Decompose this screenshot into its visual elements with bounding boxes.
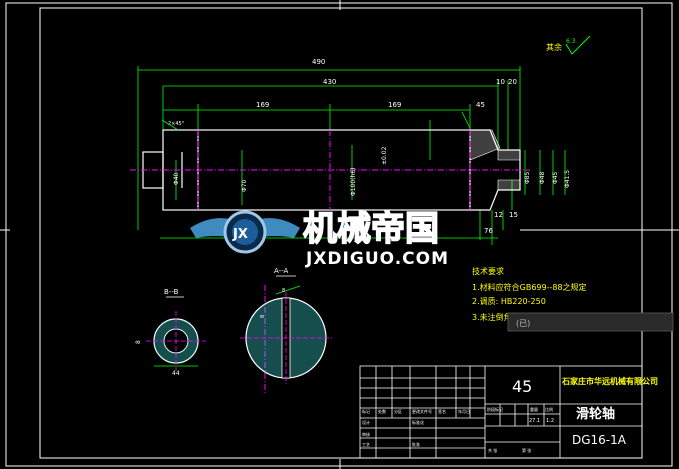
tb-weight: 27.1 [529, 418, 540, 424]
watermark-logo: JX 机械帝国 JXDIGUO.COM [190, 208, 449, 269]
tb-label-4: 更改文件号 [412, 408, 432, 414]
tb-label-14: 比例 [545, 406, 553, 412]
diameter-text: Φ40 Φ70 Φ100(h6) ±0.02 Φ85 Φ48 Φ45 Φ41.5 [173, 146, 571, 196]
title-part-name: 滑轮轴 [576, 406, 615, 422]
dim-segment-b: 169 [388, 101, 401, 109]
section-b-dim-w: 44 [172, 370, 180, 377]
tb-label-9: 审核 [362, 431, 370, 437]
tb-label-1: 标记 [362, 408, 370, 414]
watermark-url: JXDIGUO.COM [305, 249, 449, 269]
roughness-value: 6.3 [566, 38, 576, 45]
title-company: 石家庄市华远机械有限公司 [561, 376, 658, 386]
section-a-dim: 8 [282, 288, 285, 294]
title-drawing-no: DG16-1A [572, 433, 627, 447]
title-block-text: 45 石家庄市华远机械有限公司 滑轮轴 DG16-1A 标记 处数 分区 更改文… [362, 376, 658, 453]
tb-label-11: 批准 [412, 441, 420, 447]
dim-dia-right-a: Φ85 [524, 171, 531, 184]
dim-76: 76 [484, 227, 493, 235]
tb-label-12: 阶段标记 [487, 406, 503, 412]
tb-label-16: 第 张 [522, 447, 531, 453]
dim-dia-left: Φ40 [173, 172, 180, 185]
section-a-view: A--A 8 8 [240, 267, 332, 384]
section-a-dim2: 8 [260, 315, 266, 318]
tech-item-2: 2.调质: HB220-250 [472, 296, 546, 306]
center-lines [130, 130, 530, 395]
section-b-label: B--B [164, 288, 179, 296]
title-block [359, 365, 643, 459]
dim-segment-a: 169 [256, 101, 269, 109]
section-b-dim-h: 8 [135, 340, 142, 344]
tooltip-text: (已) [516, 319, 530, 328]
dim-segment-c: 45 [476, 101, 485, 109]
watermark-brand: 机械帝国 [303, 209, 439, 249]
logo-letters: JX [232, 227, 248, 242]
dim-chamfer: 2×45° [168, 121, 185, 127]
dimension-text: 490 430 10 20 169 169 45 12 15 76 2×45° [168, 58, 518, 235]
section-a-label: A--A [274, 267, 289, 275]
dimension-lines [137, 66, 566, 245]
roughness-symbol: 其余 6.3 [546, 35, 591, 55]
tb-label-2: 处数 [378, 408, 386, 414]
tech-item-1: 1.材料应符合GB699--88之规定 [472, 282, 587, 292]
tb-label-13: 重量 [530, 406, 538, 412]
roughness-label: 其余 [546, 42, 562, 52]
dim-dia-shaft: Φ100(h6) [350, 168, 357, 196]
tb-label-15: 共 张 [488, 447, 497, 453]
tb-label-6: 年月日 [458, 408, 470, 414]
dim-end-b: 20 [508, 78, 517, 86]
section-b-view: B--B 44 8 [135, 288, 206, 377]
dim-end-a: 10 [496, 78, 505, 86]
tb-label-8: 标准化 [412, 419, 424, 425]
dim-dia-right-b: Φ48 [539, 171, 546, 184]
dim-main-length: 430 [323, 78, 336, 86]
tb-label-7: 设计 [362, 419, 370, 425]
tb-label-3: 分区 [394, 408, 402, 414]
dim-dia-right-d: Φ41.5 [564, 170, 571, 188]
title-scale-number: 45 [512, 377, 532, 396]
tb-label-10: 工艺 [362, 442, 370, 447]
section-hatch-right [469, 129, 521, 191]
dim-15: 15 [509, 211, 518, 219]
tb-scale: 1:2 [546, 418, 554, 424]
dim-dia-mid: Φ70 [241, 179, 248, 192]
hover-tooltip: (已) [507, 312, 674, 332]
dim-dia-right-c: Φ45 [552, 171, 559, 184]
tech-title: 技术要求 [472, 266, 504, 276]
tb-label-5: 签名 [438, 408, 446, 414]
dim-12: 12 [494, 211, 503, 219]
dim-dia-tol: ±0.02 [381, 146, 388, 165]
leaders [161, 111, 471, 131]
dim-overall-length: 490 [312, 58, 325, 66]
